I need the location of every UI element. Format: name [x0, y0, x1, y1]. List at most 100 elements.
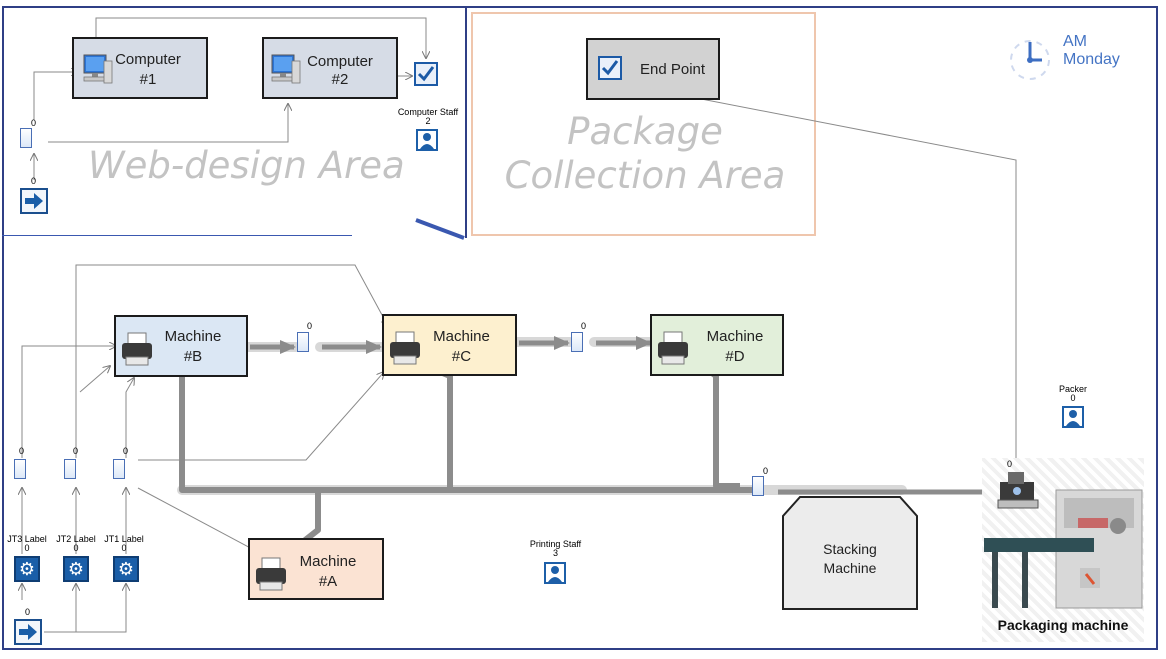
packer-count: 0 — [1070, 393, 1076, 404]
computer-1[interactable]: Computer #1 — [72, 37, 208, 99]
web-queue-buffer[interactable] — [20, 128, 32, 148]
buffer-b-c[interactable] — [297, 332, 309, 352]
computer-2-title: Computer — [307, 53, 373, 70]
machine-d-number: #D — [725, 348, 745, 365]
checkmark-icon — [601, 60, 619, 76]
stacking-label-line1: Stacking — [823, 541, 877, 557]
computer-staff-icon[interactable] — [416, 129, 438, 151]
clock-period: AM — [1063, 33, 1087, 50]
jt1-label-generator[interactable]: ⚙ — [113, 556, 139, 582]
computer-2[interactable]: Computer #2 — [262, 37, 398, 99]
printer-icon — [122, 332, 152, 366]
main-source-count: 0 — [25, 607, 31, 617]
jt1-label-count: 0 — [121, 543, 127, 554]
person-icon — [548, 566, 562, 582]
web-queue-count: 0 — [31, 118, 37, 128]
web-sink-checkbox[interactable] — [414, 62, 438, 86]
jt3-label-generator[interactable]: ⚙ — [14, 556, 40, 582]
stacking-machine-label: Stacking Machine — [782, 540, 918, 578]
machine-c[interactable]: Machine #C — [382, 314, 517, 376]
machine-b-number: #B — [183, 348, 203, 365]
packer-icon[interactable] — [1062, 406, 1084, 428]
machine-c-title: Machine — [433, 328, 490, 345]
jt2-label-name: JT2 Label — [56, 534, 96, 544]
computer-staff-count: 2 — [425, 116, 431, 127]
person-icon — [420, 133, 434, 149]
web-source-button[interactable] — [20, 188, 48, 214]
stacking-machine-shape — [782, 496, 918, 610]
jt2-label-count: 0 — [73, 543, 79, 554]
canvas-frame — [2, 6, 1158, 650]
buffer-c-d-count: 0 — [581, 321, 587, 331]
printing-staff-label: Printing Staff 3 — [518, 539, 593, 559]
jt1-label-name: JT1 Label — [104, 534, 144, 544]
printer-icon — [658, 331, 688, 365]
stacking-label-line2: Machine — [823, 560, 877, 576]
machine-d[interactable]: Machine #D — [650, 314, 784, 376]
gear-icon: ⚙ — [67, 559, 85, 579]
machine-a[interactable]: Machine #A — [248, 538, 384, 600]
clock-readout: AM Monday — [1063, 33, 1120, 69]
computer-1-title: Computer — [115, 51, 181, 68]
buffer-b-c-count: 0 — [307, 321, 313, 331]
package-collection-area-label: Package Collection Area — [500, 110, 790, 199]
jt1-buffer[interactable] — [113, 459, 125, 479]
package-collection-area — [471, 12, 816, 236]
machine-b[interactable]: Machine #B — [114, 315, 248, 377]
computer-icon — [271, 54, 301, 84]
gear-icon: ⚙ — [117, 559, 135, 579]
jt2-label-generator[interactable]: ⚙ — [63, 556, 89, 582]
jt2-label-text: JT2 Label 0 — [51, 534, 101, 554]
end-point[interactable]: End Point — [586, 38, 720, 100]
stacking-machine[interactable]: Stacking Machine — [782, 496, 918, 610]
machine-a-number: #A — [318, 573, 338, 590]
gear-icon: ⚙ — [18, 559, 36, 579]
printer-icon — [390, 331, 420, 365]
collector-buffer-count: 0 — [763, 466, 769, 476]
main-source-button[interactable] — [14, 619, 42, 645]
end-point-label: End Point — [640, 61, 706, 78]
machine-c-number: #C — [451, 348, 472, 365]
computer-icon — [83, 54, 113, 84]
jt3-buffer-count: 0 — [19, 446, 25, 456]
buffer-c-d[interactable] — [571, 332, 583, 352]
computer-1-number: #1 — [139, 71, 157, 88]
person-icon — [1066, 410, 1080, 426]
machine-b-title: Machine — [164, 328, 222, 345]
jt3-label-count: 0 — [24, 543, 30, 554]
jt2-buffer-count: 0 — [73, 446, 79, 456]
printing-staff-count: 3 — [552, 548, 558, 559]
computer-staff-name: Computer Staff — [397, 107, 459, 117]
package-collection-label-line1: Package — [567, 110, 723, 153]
computer-2-number: #2 — [331, 71, 349, 88]
computer-staff-label: Computer Staff 2 — [388, 107, 468, 127]
arrow-right-icon — [25, 193, 43, 209]
web-design-area-label: Web-design Area — [88, 144, 405, 187]
jt2-buffer[interactable] — [64, 459, 76, 479]
printer-icon — [256, 557, 286, 591]
package-collection-label-line2: Collection Area — [504, 154, 786, 198]
packaging-machine-label: Packaging machine — [997, 617, 1129, 633]
machine-a-title: Machine — [299, 553, 357, 570]
collector-buffer[interactable] — [752, 476, 764, 496]
machine-d-title: Machine — [706, 328, 764, 345]
arrow-right-icon — [19, 624, 37, 640]
packaging-station-icon[interactable] — [996, 470, 1040, 512]
clock-icon — [1010, 40, 1050, 80]
area-divider-vertical — [465, 6, 467, 238]
printing-staff-name: Printing Staff — [529, 539, 582, 549]
packaging-count: 0 — [1007, 459, 1013, 469]
packaging-machine-icon — [984, 489, 1143, 609]
jt3-label-name: JT3 Label — [7, 534, 47, 544]
packer-label: Packer 0 — [1050, 384, 1096, 404]
clock-day: Monday — [1063, 51, 1120, 68]
area-divider-horizontal — [2, 235, 352, 236]
jt3-label-text: JT3 Label 0 — [2, 534, 52, 554]
checkmark-icon — [417, 66, 435, 82]
web-source-count: 0 — [31, 176, 37, 186]
printing-staff-icon[interactable] — [544, 562, 566, 584]
jt1-label-text: JT1 Label 0 — [99, 534, 149, 554]
packer-name: Packer — [1058, 384, 1087, 394]
jt3-buffer[interactable] — [14, 459, 26, 479]
